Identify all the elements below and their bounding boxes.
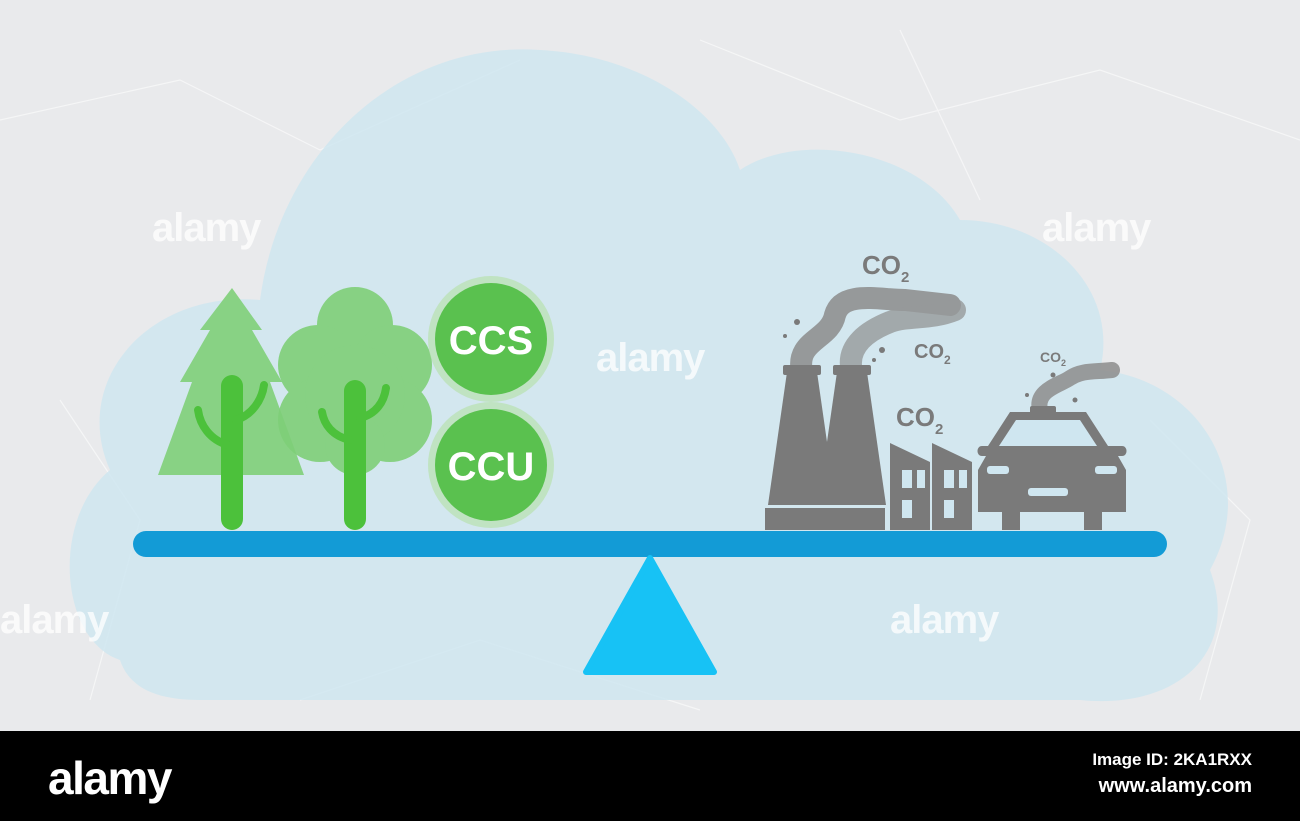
stock-footer-bar: alamy Image ID: 2KA1RXX www.alamy.com: [0, 731, 1300, 821]
watermark: alamy: [890, 598, 999, 642]
site-url[interactable]: www.alamy.com: [1098, 775, 1252, 797]
factory-icon: [765, 365, 972, 530]
image-reference: Image ID: 2KA1RXX www.alamy.com: [1092, 747, 1252, 799]
watermark: alamy: [0, 598, 109, 642]
smoke-particles: [783, 319, 1078, 403]
ccu-label: CCU: [448, 445, 535, 489]
ccu-badge: CCU: [428, 402, 554, 528]
factory-windows: [902, 470, 967, 518]
pine-tree-icon: [158, 288, 304, 530]
factory-smoke: [790, 287, 966, 383]
ccs-label: CCS: [449, 319, 533, 363]
deciduous-tree-icon: [278, 287, 432, 530]
fulcrum-triangle: [583, 555, 717, 675]
image-id: Image ID: 2KA1RXX: [1092, 750, 1252, 769]
ccs-badge: CCS: [428, 276, 554, 402]
co2-label-small: CO2: [914, 341, 951, 367]
brand-logo[interactable]: alamy: [48, 752, 172, 804]
watermark: alamy: [152, 206, 261, 250]
co2-label-car: CO2: [1040, 349, 1066, 368]
co2-label-main: CO2: [862, 250, 909, 286]
car-icon: [977, 406, 1127, 530]
illustration-scene: CCS CCU: [0, 0, 1300, 731]
balance-beam: [133, 531, 1167, 557]
balance-illustration: CCS CCU: [0, 29, 1300, 711]
watermark: alamy: [596, 336, 705, 380]
co2-label-mid: CO2: [896, 402, 943, 438]
watermark: alamy: [1042, 206, 1151, 250]
car-exhaust: [1031, 362, 1120, 418]
